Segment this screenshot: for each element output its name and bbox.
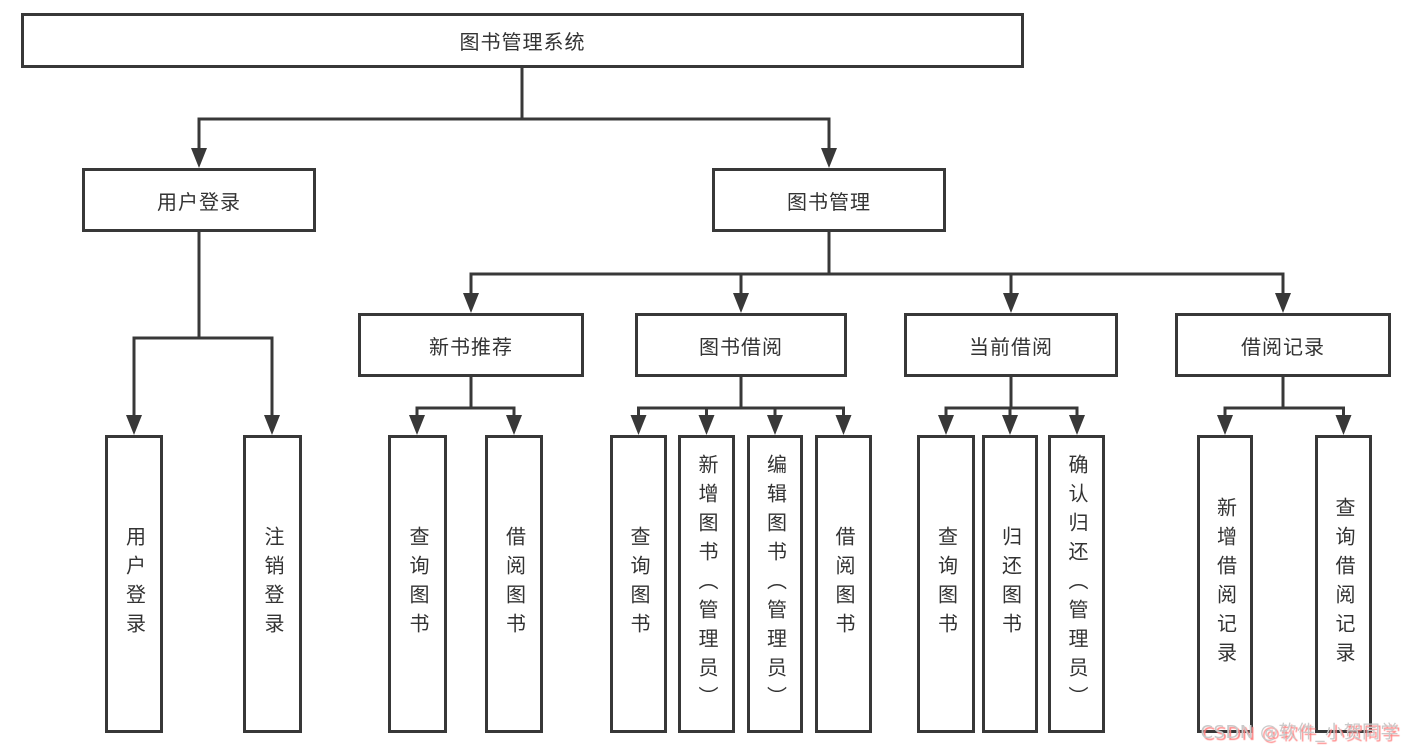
node-book-management: 图书管理 [712, 168, 946, 232]
leaf-query-books-recommend: 查询图书 [388, 435, 447, 733]
root-node-library-system: 图书管理系统 [21, 13, 1024, 68]
leaf-edit-books-admin-label: 编辑图书（管理员） [763, 453, 788, 715]
csdn-watermark: CSDN @软件_小贺同学 [1200, 722, 1399, 743]
leaf-query-books-borrow-label: 查询图书 [627, 526, 651, 642]
node-user-login: 用户登录 [82, 168, 316, 232]
leaf-confirm-return-admin-label: 确认归还（管理员） [1065, 453, 1089, 715]
leaf-query-borrow-record-label: 查询借阅记录 [1332, 497, 1356, 671]
node-new-book-recommend-label: 新书推荐 [429, 334, 513, 359]
leaf-logout-label: 注销登录 [261, 526, 285, 642]
leaf-user-login-label: 用户登录 [122, 526, 147, 642]
node-current-borrow-label: 当前借阅 [969, 334, 1053, 359]
leaf-query-books-borrow: 查询图书 [610, 435, 667, 733]
leaf-add-borrow-record-label: 新增借阅记录 [1213, 497, 1238, 671]
leaf-borrow-books-label: 借阅图书 [832, 526, 856, 642]
leaf-query-books-current-label: 查询图书 [934, 526, 959, 642]
leaf-borrow-books: 借阅图书 [815, 435, 872, 733]
leaf-borrow-books-recommend: 借阅图书 [485, 435, 543, 733]
node-user-login-label: 用户登录 [157, 189, 241, 214]
leaf-edit-books-admin: 编辑图书（管理员） [747, 435, 803, 733]
leaf-logout: 注销登录 [243, 435, 302, 733]
root-node-label: 图书管理系统 [459, 30, 586, 54]
leaf-query-books-current: 查询图书 [917, 435, 975, 733]
node-current-borrow: 当前借阅 [904, 313, 1118, 377]
leaf-return-books-label: 归还图书 [998, 526, 1023, 642]
node-book-management-label: 图书管理 [787, 189, 871, 214]
node-book-borrow: 图书借阅 [635, 313, 847, 377]
node-borrow-records-label: 借阅记录 [1241, 334, 1325, 359]
leaf-borrow-books-recommend-label: 借阅图书 [502, 526, 527, 642]
leaf-confirm-return-admin: 确认归还（管理员） [1048, 435, 1105, 733]
node-new-book-recommend: 新书推荐 [358, 313, 584, 377]
leaf-add-books-admin: 新增图书（管理员） [678, 435, 735, 733]
node-borrow-records: 借阅记录 [1175, 313, 1391, 377]
leaf-add-borrow-record: 新增借阅记录 [1197, 435, 1253, 733]
leaf-user-login: 用户登录 [105, 435, 163, 733]
node-book-borrow-label: 图书借阅 [699, 334, 783, 359]
leaf-query-borrow-record: 查询借阅记录 [1315, 435, 1372, 733]
leaf-add-books-admin-label: 新增图书（管理员） [695, 453, 719, 715]
leaf-query-books-recommend-label: 查询图书 [406, 526, 430, 642]
leaf-return-books: 归还图书 [982, 435, 1038, 733]
